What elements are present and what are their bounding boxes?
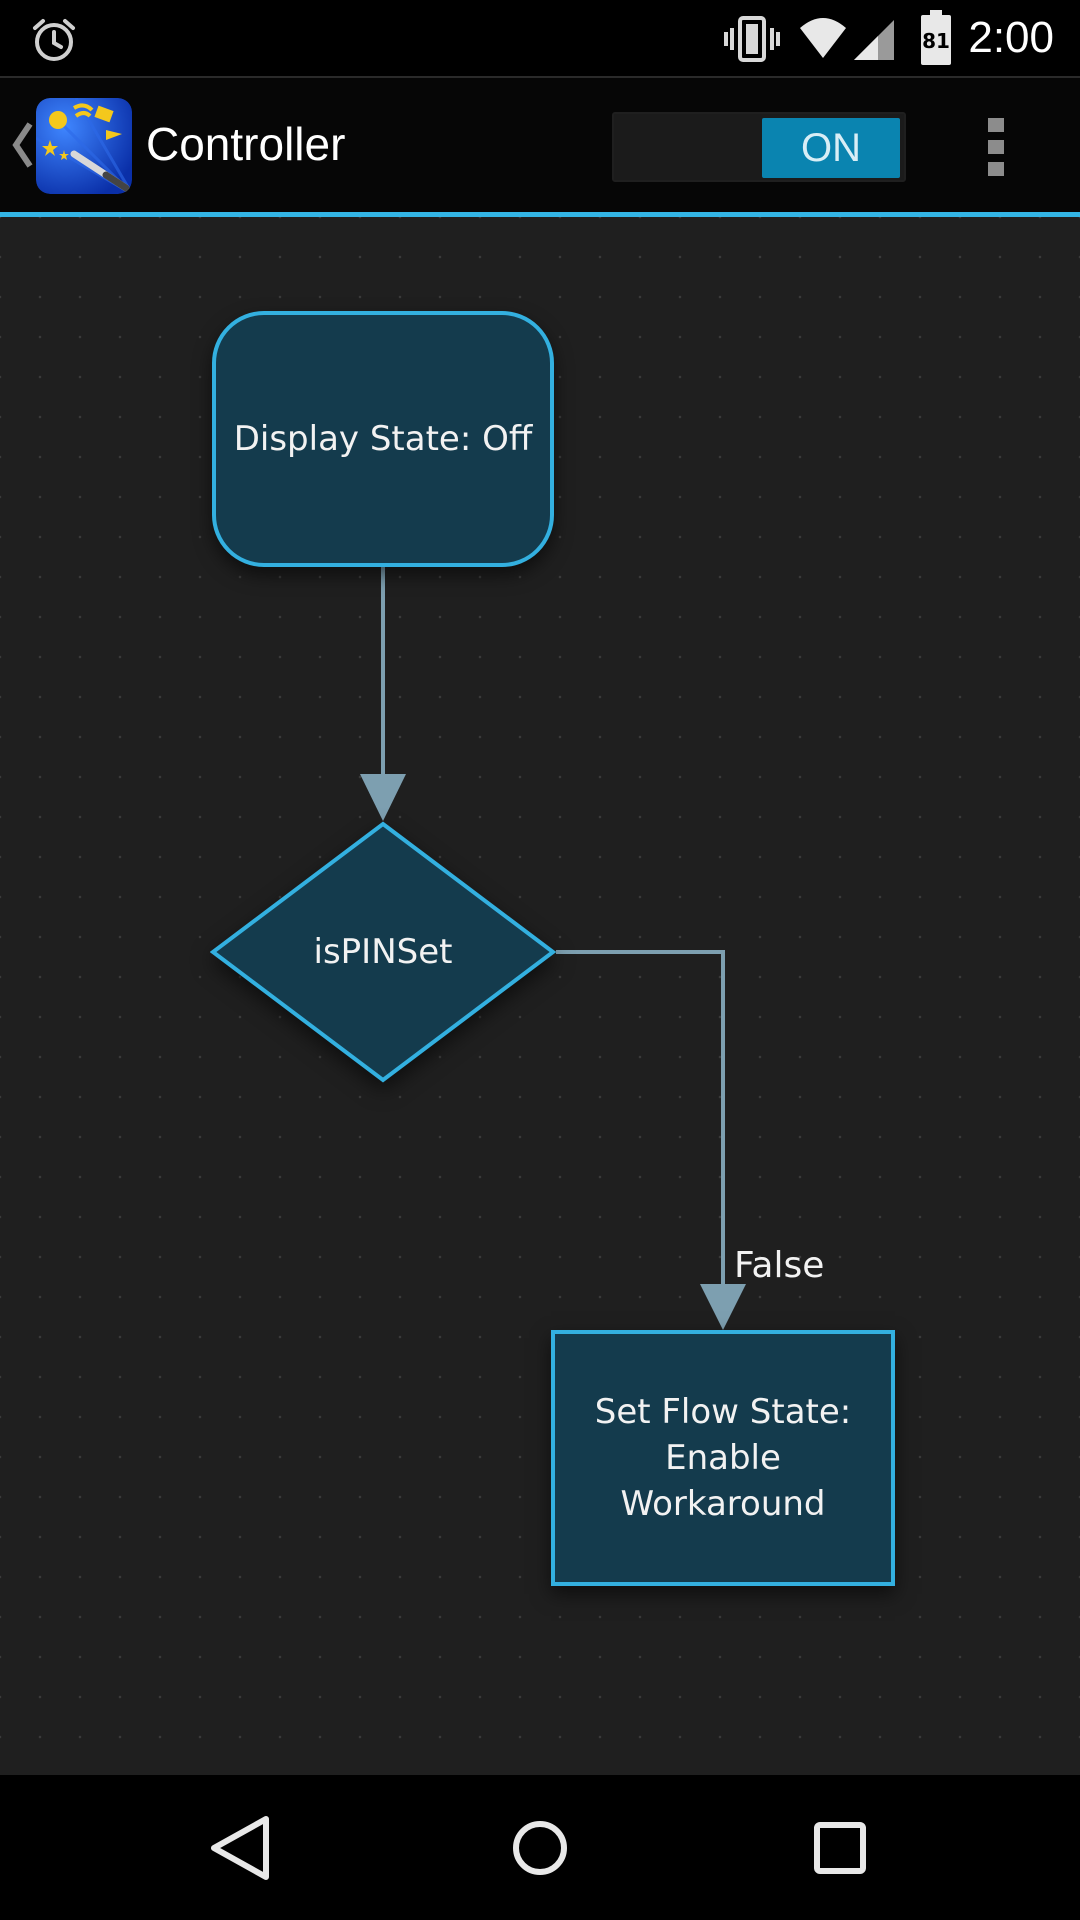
flow-node-decision[interactable]: isPINSet <box>210 821 556 1083</box>
status-bar: 81 2:00 <box>0 0 1080 76</box>
status-time: 2:00 <box>968 13 1054 62</box>
vibrate-icon <box>724 16 780 62</box>
up-chevron-icon[interactable] <box>10 118 34 172</box>
flow-node-label: isPINSet <box>313 932 453 972</box>
decision-diamond <box>210 821 556 1083</box>
flow-node-label: Display State: Off <box>233 419 533 459</box>
magic-wand-icon <box>36 98 132 194</box>
battery-level: 81 <box>922 29 950 53</box>
cell-signal-icon <box>854 20 894 60</box>
flow-node-label: Set Flow State: Enable Workaround <box>594 1392 852 1524</box>
recents-icon[interactable] <box>795 1803 885 1893</box>
action-bar: Controller ON <box>0 78 1080 212</box>
app-icon[interactable] <box>36 98 132 194</box>
app-title: Controller <box>146 118 346 170</box>
back-icon[interactable] <box>196 1803 286 1893</box>
action-bar-accent-line <box>0 212 1080 217</box>
flow-node-set-flow-state[interactable]: Set Flow State: Enable Workaround <box>551 1330 895 1586</box>
overflow-menu-icon[interactable] <box>976 114 1016 180</box>
connector-decision-to-action <box>556 950 725 1289</box>
wifi-icon <box>800 18 846 58</box>
status-divider <box>0 76 1080 78</box>
battery-icon <box>921 10 951 65</box>
flow-node-display-state[interactable]: Display State: Off <box>212 311 554 567</box>
home-icon[interactable] <box>495 1803 585 1893</box>
arrowhead-action <box>700 1284 746 1330</box>
arrowhead-decision <box>360 774 406 821</box>
enable-toggle[interactable]: ON <box>612 112 906 182</box>
flowchart-canvas[interactable]: Display State: Off isPINSet False Set Fl… <box>0 217 1080 1775</box>
alarm-icon <box>33 19 75 61</box>
connectors <box>360 567 746 1330</box>
edge-label-false: False <box>734 1245 825 1286</box>
toggle-thumb[interactable]: ON <box>762 118 900 178</box>
navigation-bar <box>0 1775 1080 1920</box>
